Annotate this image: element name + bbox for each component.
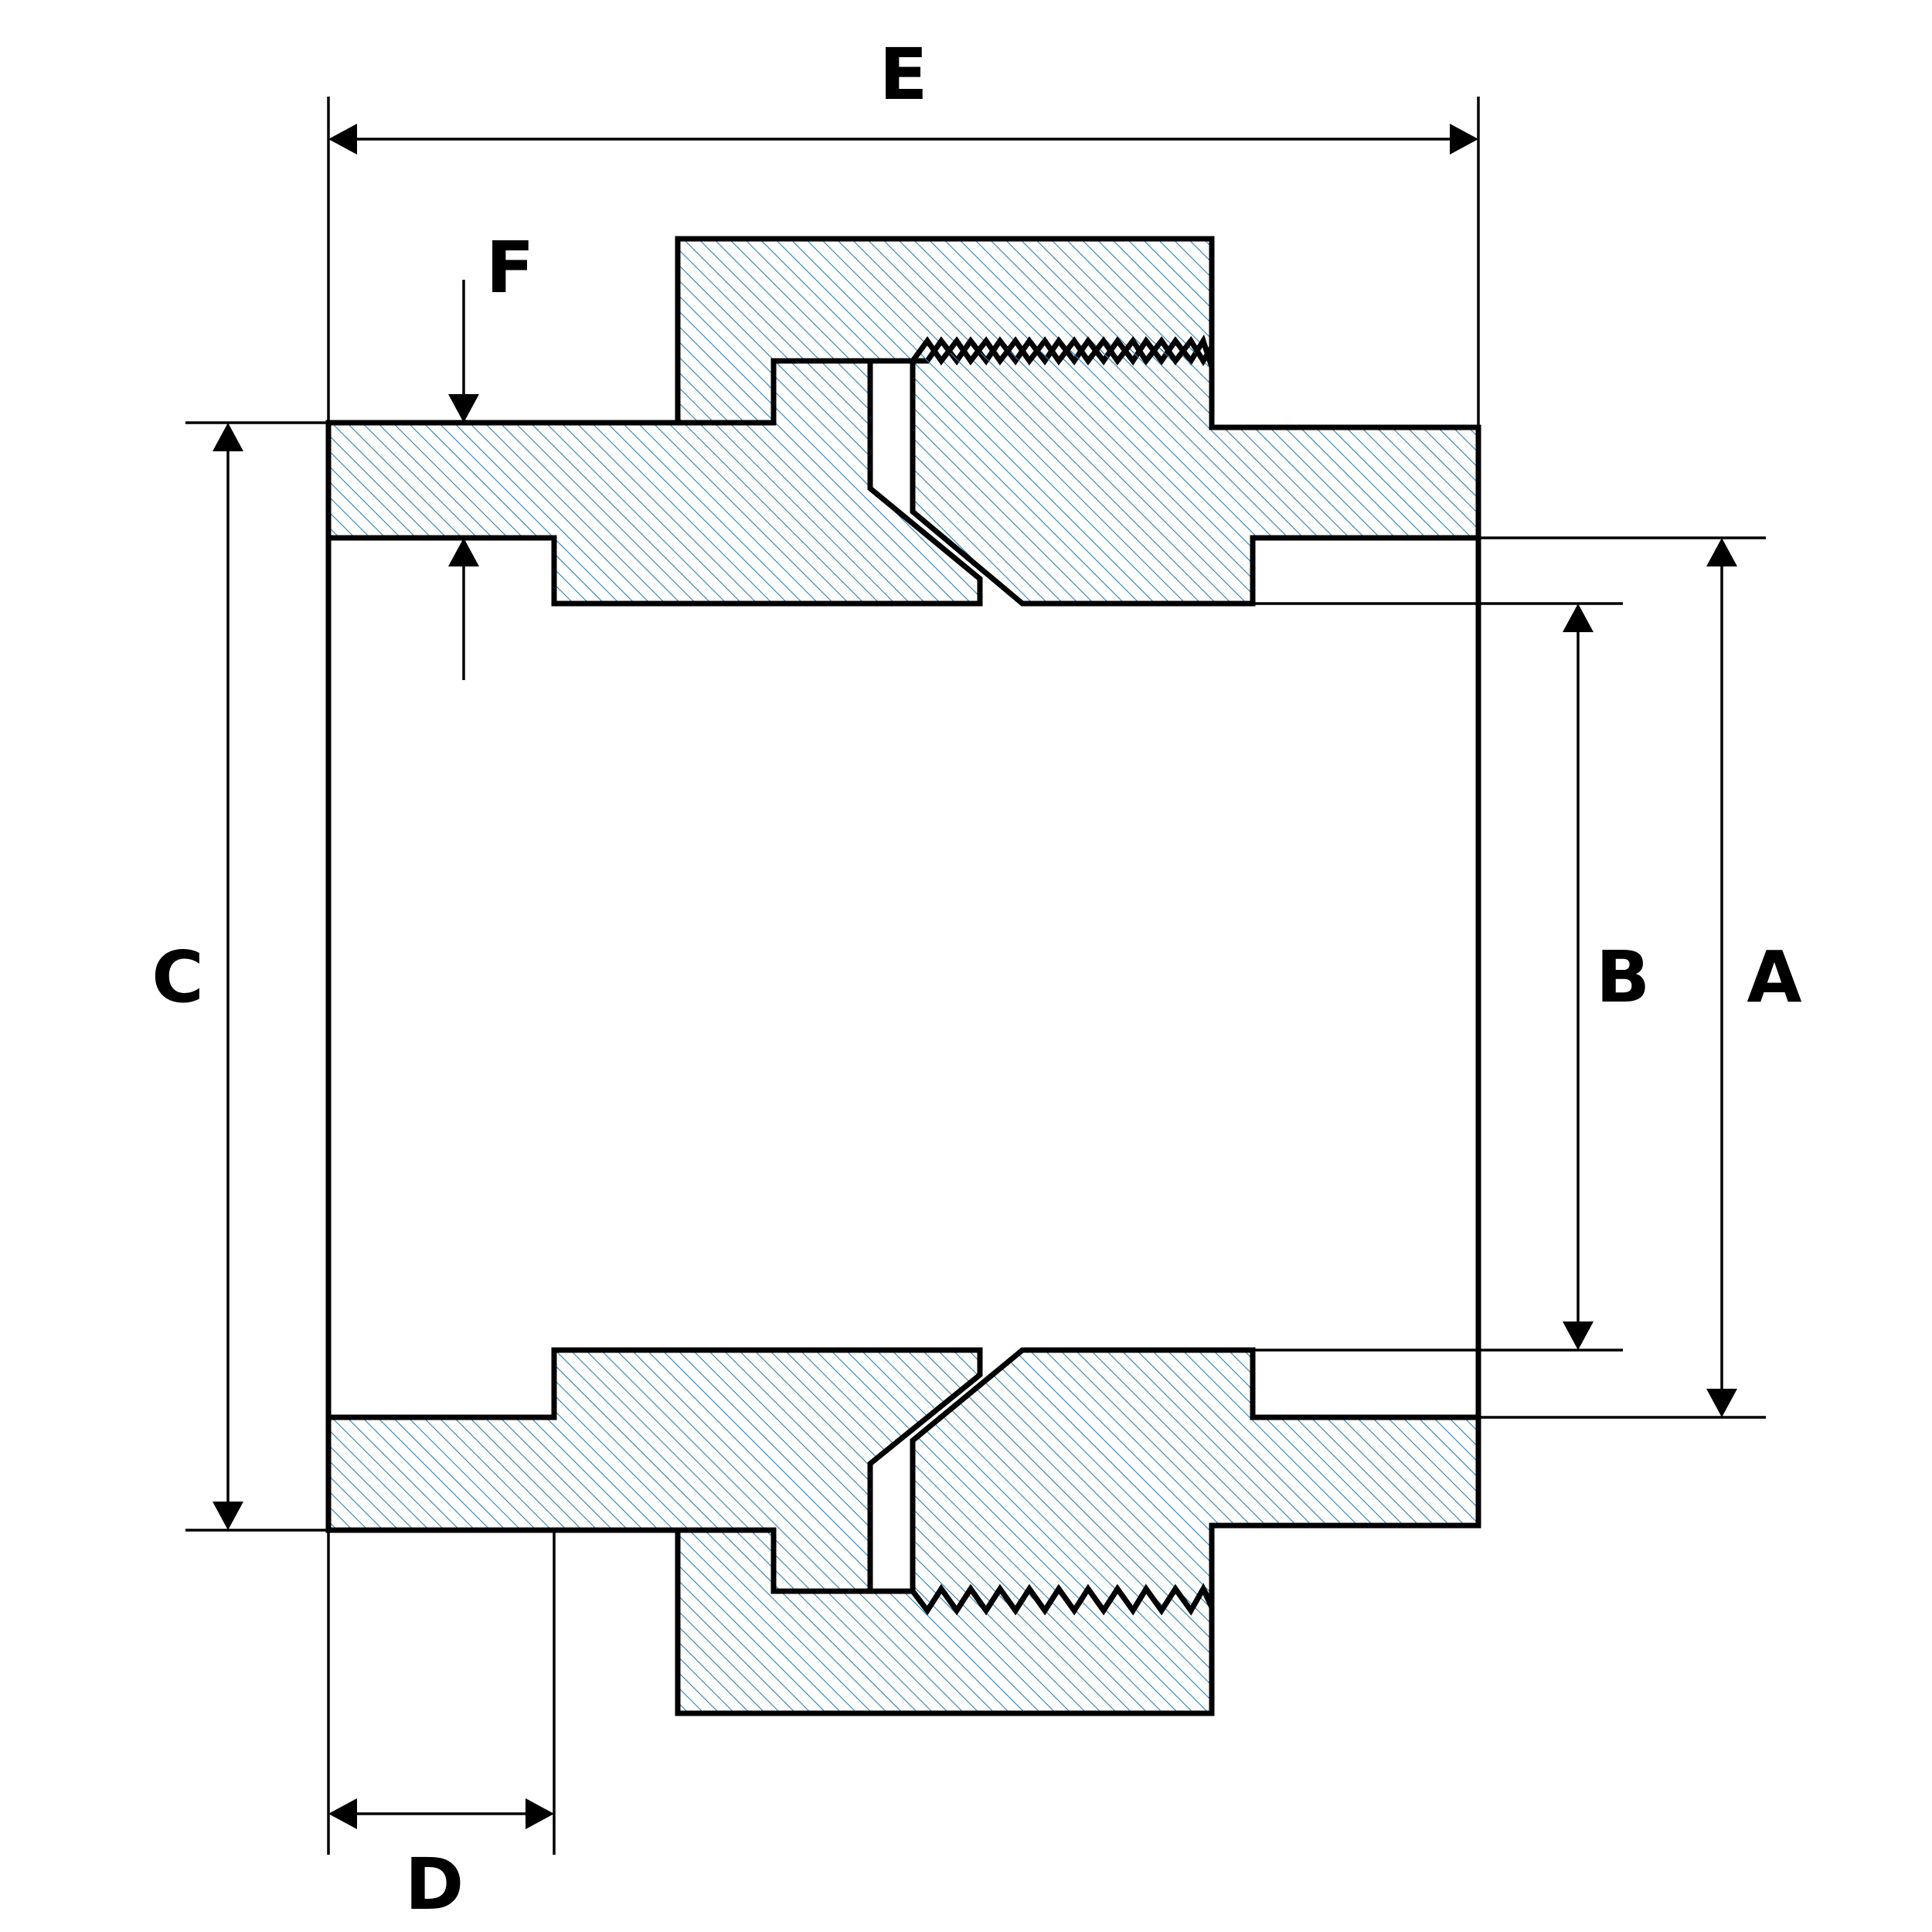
dimension-b-top-arrow-icon	[1563, 604, 1594, 632]
dimension-c-bottom-arrow-icon	[213, 1502, 243, 1530]
dimension-f-up-arrow-icon	[448, 538, 479, 566]
dimension-e-left-arrow-icon	[328, 124, 357, 155]
dimension-arrowheads	[213, 124, 1737, 1829]
dimension-e-right-arrow-icon	[1450, 124, 1478, 155]
dimension-label-b: B	[1596, 936, 1650, 1019]
dimension-a-bottom-arrow-icon	[1706, 1389, 1737, 1417]
dimension-b-bottom-arrow-icon	[1563, 1321, 1594, 1350]
dimension-lines	[185, 97, 1766, 1855]
dimension-d-right-arrow-icon	[526, 1798, 554, 1829]
dimension-f-down-arrow-icon	[448, 394, 479, 423]
dimension-label-e: E	[879, 33, 928, 116]
dimension-label-d: D	[405, 1843, 464, 1926]
dimension-label-a: A	[1747, 936, 1801, 1019]
dimension-c-top-arrow-icon	[213, 423, 243, 451]
dimension-label-c: C	[151, 936, 204, 1019]
left-tailpiece-bottom-section	[325, 1347, 983, 1594]
right-threaded-end-top-section	[910, 335, 1481, 607]
left-tailpiece-top-section	[325, 358, 983, 607]
right-threaded-end-bottom-section	[910, 1347, 1481, 1616]
dimension-a-top-arrow-icon	[1706, 538, 1737, 566]
dimension-label-f: F	[486, 226, 535, 309]
dimension-d-left-arrow-icon	[328, 1798, 357, 1829]
